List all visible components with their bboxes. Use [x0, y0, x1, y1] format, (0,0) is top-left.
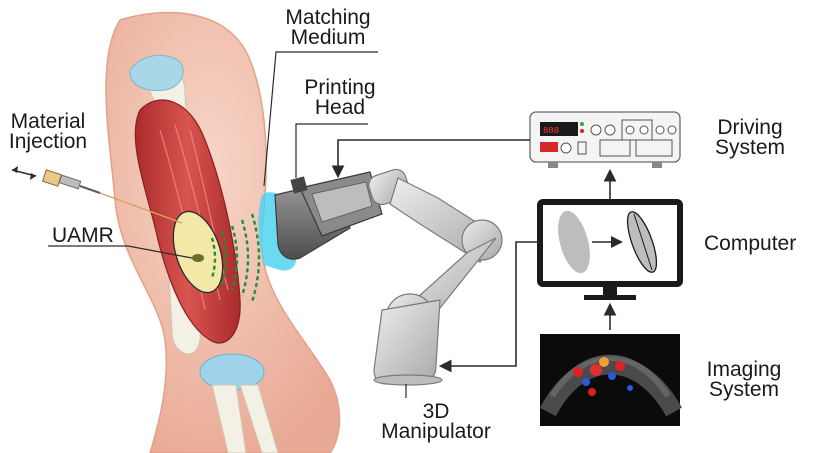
svg-text:888: 888	[543, 126, 559, 136]
label-material-injection-line2: Injection	[8, 130, 88, 153]
label-matching-medium: Matching Medium	[268, 6, 388, 49]
robot-manipulator	[368, 168, 503, 386]
label-computer: Computer	[704, 232, 797, 255]
ultrasound-image	[540, 334, 682, 426]
connection-lines	[331, 139, 617, 373]
label-driving-system: Driving System	[700, 116, 800, 159]
label-imaging-system-line2: System	[708, 378, 779, 401]
forearm-bone	[211, 384, 279, 453]
screen-blob-before	[558, 210, 590, 274]
uamr-marker	[192, 254, 204, 262]
computer-monitor	[537, 199, 683, 300]
label-imaging-system-line1: Imaging	[706, 358, 782, 381]
label-material-injection-line1: Material	[10, 110, 86, 133]
label-driving-system-line2: System	[714, 136, 785, 159]
arrow-driving-to-head	[331, 139, 530, 179]
screen-blob-after	[626, 211, 658, 273]
target-region	[172, 210, 224, 294]
syringe-icon	[11, 166, 183, 224]
label-printing-head-line1: Printing	[304, 76, 376, 99]
robot-base	[373, 299, 441, 385]
acoustic-waves	[210, 213, 261, 303]
label-manipulator: 3D Manipulator	[366, 400, 506, 443]
label-manipulator-line1: 3D	[422, 400, 450, 423]
label-uamr: UAMR	[52, 224, 114, 247]
leader-lines	[48, 51, 407, 398]
shoulder-joint	[129, 54, 184, 91]
arrow-computer-to-manipulator	[438, 241, 540, 373]
label-printing-head-line2: Head	[314, 96, 366, 119]
driving-system-device: 888	[529, 111, 681, 168]
label-material-injection: Material Injection	[0, 110, 96, 153]
printing-head	[274, 171, 383, 260]
label-imaging-system: Imaging System	[694, 358, 794, 401]
label-printing-head: Printing Head	[290, 76, 390, 119]
label-matching-medium-line1: Matching	[285, 6, 371, 29]
label-manipulator-line2: Manipulator	[381, 420, 491, 443]
label-matching-medium-line2: Medium	[290, 26, 366, 49]
robot-footplate	[373, 374, 443, 386]
label-driving-system-line1: Driving	[717, 116, 783, 139]
